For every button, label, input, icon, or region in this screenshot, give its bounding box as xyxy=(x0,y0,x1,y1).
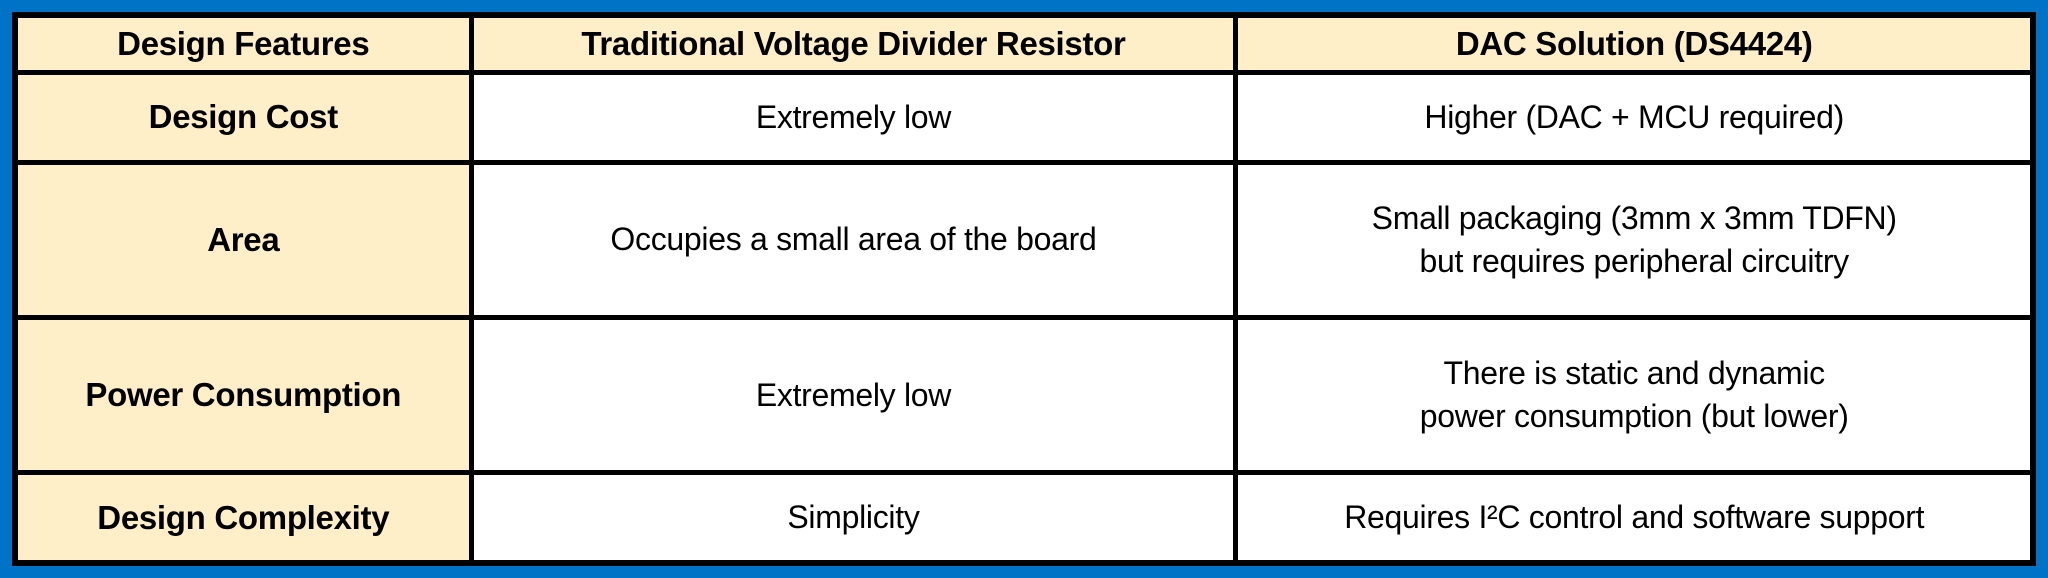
table-row-area: Area Occupies a small area of the board … xyxy=(12,159,2036,320)
traditional-value: Extremely low xyxy=(468,314,1239,475)
traditional-value: Extremely low xyxy=(468,69,1239,165)
feature-label: Area xyxy=(12,159,474,320)
table-row-power-consumption: Power Consumption Extremely low There is… xyxy=(12,314,2036,475)
traditional-value: Occupies a small area of the board xyxy=(468,159,1239,320)
traditional-value: Simplicity xyxy=(468,469,1239,566)
column-header-dac: DAC Solution (DS4424) xyxy=(1233,12,2036,75)
comparison-table: Design Features Traditional Voltage Divi… xyxy=(12,12,2036,566)
dac-value: Higher (DAC + MCU required) xyxy=(1233,69,2036,165)
feature-label: Power Consumption xyxy=(12,314,474,475)
dac-value: Small packaging (3mm x 3mm TDFN) but req… xyxy=(1233,159,2036,320)
table-row-design-complexity: Design Complexity Simplicity Requires I²… xyxy=(12,469,2036,566)
table-row-design-cost: Design Cost Extremely low Higher (DAC + … xyxy=(12,69,2036,165)
column-header-design-features: Design Features xyxy=(12,12,474,75)
header-row: Design Features Traditional Voltage Divi… xyxy=(12,12,2036,75)
feature-label: Design Cost xyxy=(12,69,474,165)
feature-label: Design Complexity xyxy=(12,469,474,566)
dac-value: There is static and dynamic power consum… xyxy=(1233,314,2036,475)
column-header-traditional: Traditional Voltage Divider Resistor xyxy=(468,12,1239,75)
dac-value: Requires I²C control and software suppor… xyxy=(1233,469,2036,566)
